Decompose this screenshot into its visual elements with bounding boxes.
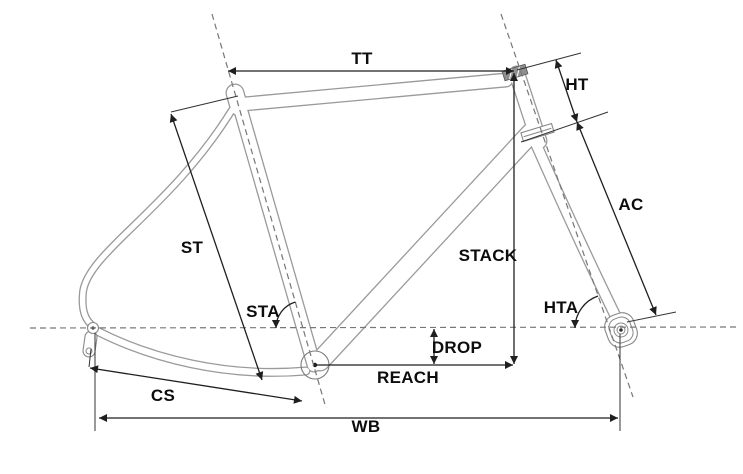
label-sta: STA — [246, 302, 280, 321]
label-hta: HTA — [544, 298, 579, 317]
ext-fork-crown — [520, 111, 609, 143]
arc-seat-tube-angle — [271, 301, 296, 329]
dim-head-tube — [554, 59, 579, 123]
fork-crown-race — [520, 122, 555, 143]
dim-chainstay — [89, 365, 303, 404]
rear-dropout — [82, 321, 100, 358]
label-ht: HT — [565, 75, 589, 94]
ext-seat-cluster — [170, 95, 239, 113]
label-drop: DROP — [432, 338, 482, 357]
label-cs: CS — [151, 386, 175, 405]
front-dropout — [604, 312, 638, 348]
ext-front-axle — [626, 311, 677, 323]
axle-horizontal-axis — [29, 326, 739, 329]
bottom-bracket-center — [312, 362, 318, 368]
seat-tube-axis — [211, 13, 327, 409]
dim-axle-to-crown — [576, 121, 657, 316]
arc-head-tube-angle — [571, 295, 599, 329]
dim-seat-tube — [169, 113, 264, 381]
label-wb: WB — [352, 417, 381, 436]
ext-rear-dropout — [88, 348, 92, 368]
label-st: ST — [181, 238, 204, 257]
label-reach: REACH — [377, 368, 439, 387]
label-ac: AC — [618, 195, 643, 214]
label-stack: STACK — [459, 246, 518, 265]
ext-head-tube-top — [516, 52, 582, 71]
label-tt: TT — [351, 49, 373, 68]
steering-axis — [500, 13, 634, 398]
